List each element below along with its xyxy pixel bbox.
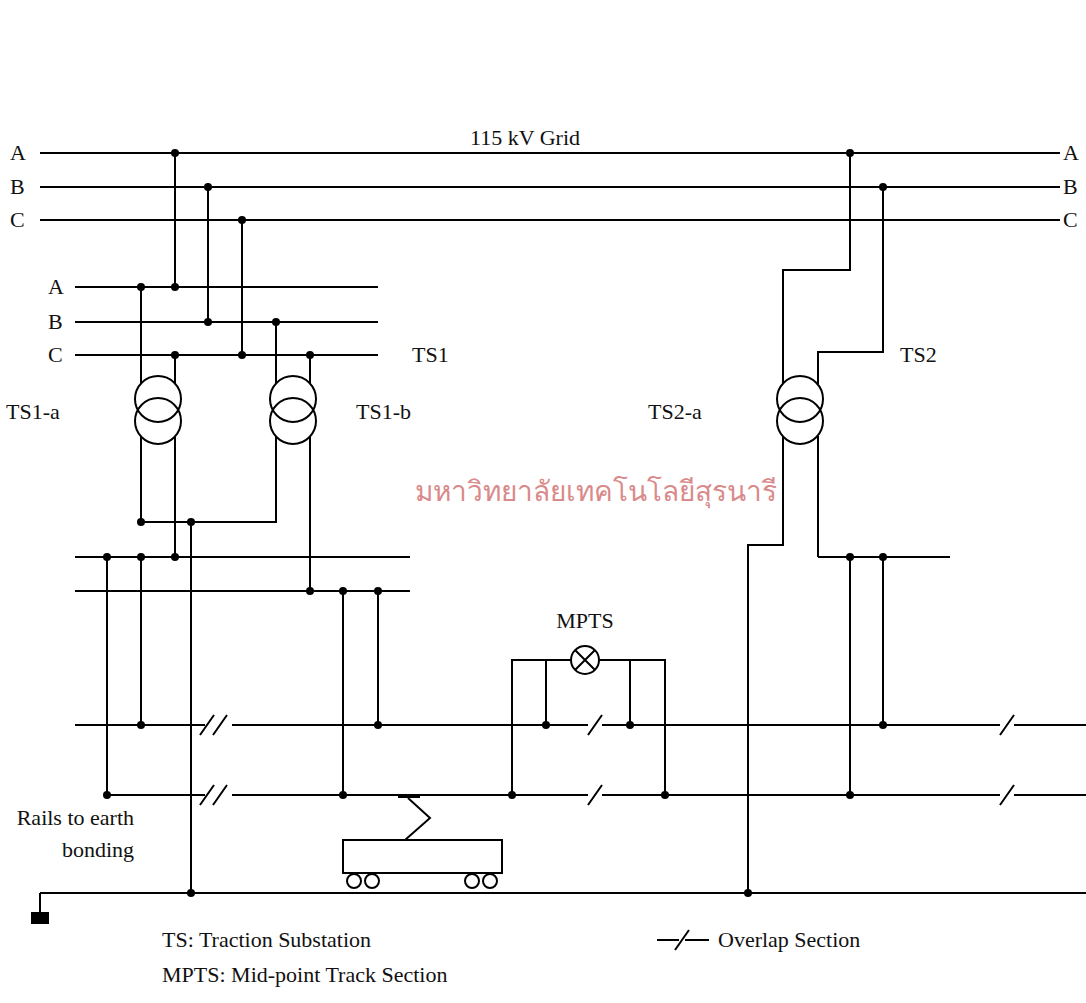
ts2-wiring <box>748 153 950 893</box>
phase-label: B <box>48 310 63 334</box>
phase-label: C <box>48 343 63 367</box>
rail-line <box>40 893 1086 913</box>
phase-label: A <box>48 275 64 299</box>
phase-label: A <box>1063 141 1079 165</box>
grid-lines <box>40 153 1060 220</box>
substation-label: TS1 <box>412 343 449 367</box>
transformer-symbol <box>777 398 823 444</box>
overlap-symbols <box>200 715 1014 805</box>
mpts-switch-cross <box>575 650 595 670</box>
grid-label: 115 kV Grid <box>470 126 580 150</box>
mpts-switch <box>571 646 599 674</box>
phase-label: B <box>1063 175 1078 199</box>
transformer-label: TS2-a <box>648 400 702 424</box>
ts1-busbar <box>75 287 378 355</box>
train-wheel <box>347 874 361 888</box>
earth-wire <box>190 522 192 893</box>
abbreviation-note: TS: Traction Substation <box>162 928 371 952</box>
transformer-primaries <box>141 287 310 384</box>
earth-symbol <box>31 912 49 924</box>
phase-label: B <box>10 175 25 199</box>
train-wheel <box>365 874 379 888</box>
train-wheel <box>483 874 497 888</box>
watermark-text: มหาวิทยาลัยเทคโนโลยีสุรนารี <box>415 475 777 509</box>
junction-dots <box>103 149 887 897</box>
transformer-symbol <box>135 398 181 444</box>
catenary-upper <box>75 724 1086 726</box>
substation-label: TS2 <box>900 343 937 367</box>
train-body <box>343 840 502 873</box>
transformer-symbol <box>270 398 316 444</box>
transformer-label: TS1-b <box>356 400 411 424</box>
transformer-secondaries <box>141 436 310 591</box>
legend-text: Overlap Section <box>718 928 860 952</box>
transformer-label: TS1-a <box>6 400 60 424</box>
feeder-busbars <box>75 557 410 591</box>
feeder-wires <box>107 557 378 795</box>
overlap-symbol-stroke <box>685 939 709 941</box>
overlap-symbol-stroke <box>657 939 679 941</box>
phase-label: C <box>10 208 25 232</box>
phase-label: A <box>10 141 26 165</box>
pantograph <box>398 797 430 840</box>
ts1-taps <box>175 153 242 355</box>
overlap-section-symbol <box>655 926 711 954</box>
bonding-label: Rails to earth bonding <box>2 802 134 866</box>
train-wheel <box>465 874 479 888</box>
mpts-label: MPTS <box>556 609 613 633</box>
abbreviation-note: MPTS: Mid-point Track Section <box>162 963 447 987</box>
mpts-wiring <box>512 660 665 795</box>
phase-label: C <box>1063 208 1078 232</box>
